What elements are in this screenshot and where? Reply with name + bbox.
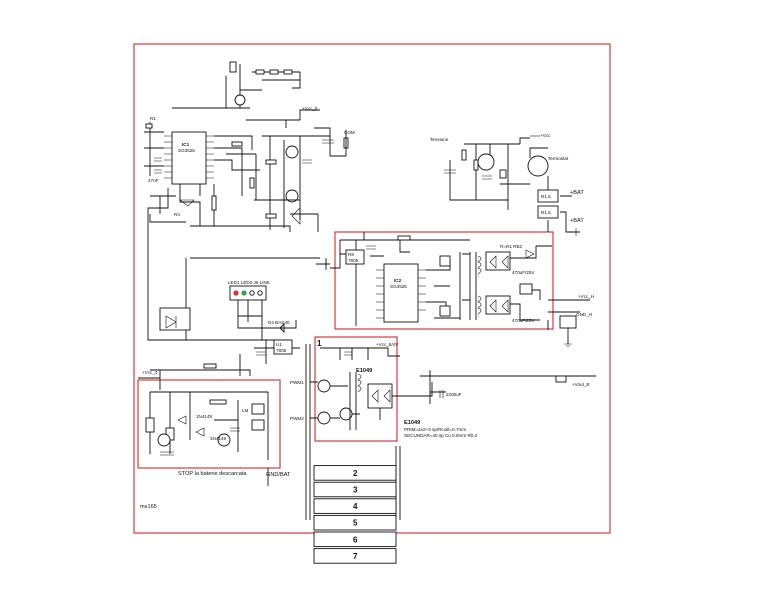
- board-4: [313, 498, 397, 514]
- svg-text:7805: 7805: [276, 348, 287, 353]
- svg-text:LM: LM: [242, 408, 249, 413]
- ic1-chip: [171, 131, 207, 185]
- outer-frame: [133, 43, 611, 534]
- gnd-bat-caption: GND/BAT: [266, 472, 291, 478]
- author-tag: ms165: [140, 504, 157, 510]
- regulator-r8: [345, 249, 365, 265]
- plus-bat-label-2: +BAT: [570, 218, 584, 224]
- ic2-chip: [383, 263, 419, 323]
- svg-text:+Vout_B: +Vout_B: [572, 382, 590, 387]
- svg-text:2200uF: 2200uF: [446, 392, 462, 397]
- plus-bat-label: +BAT: [570, 190, 584, 196]
- board-3: [313, 481, 397, 498]
- svg-text:470uF/25V: 470uF/25V: [512, 318, 535, 323]
- e1049-spec-1: PRIM=4x2+3 sp/Rcoill=0.7mm: [404, 427, 466, 432]
- board-stack: 1 2 3 4 5 6 7: [305, 339, 401, 564]
- led-red: [233, 290, 239, 296]
- board-6: [313, 531, 397, 548]
- board-label-5: 5: [353, 519, 358, 528]
- board-label-7: 7: [353, 552, 358, 561]
- e1049-spec-2: SECUNDAR=40 sp Cu 0.6mm R0.2: [404, 433, 478, 438]
- svg-text:7805: 7805: [348, 258, 359, 263]
- battery-protection-block: 1N4148 1N4148 LM: [145, 391, 269, 460]
- svg-text:COM: COM: [344, 130, 355, 135]
- svg-text:PWM1: PWM1: [290, 380, 304, 385]
- svg-text:D4 BAS40: D4 BAS40: [268, 320, 290, 325]
- svg-text:LED1 LED2 J6 LINK: LED1 LED2 J6 LINK: [228, 280, 271, 285]
- board-label-4: 4: [353, 502, 358, 511]
- board-label-6: 6: [353, 535, 358, 544]
- board-label-1: 1: [317, 339, 322, 348]
- transformer-block: +Vcc_8/4V PWM1 PWM2 E1049: [290, 342, 433, 430]
- svg-text:1N4148: 1N4148: [196, 414, 213, 419]
- tensiune-label: Tensiune: [430, 137, 449, 142]
- svg-text:47nF: 47nF: [148, 178, 159, 183]
- ic1-label: IC1: [182, 142, 190, 147]
- board-label-2: 2: [353, 469, 358, 478]
- board-label-3: 3: [353, 486, 358, 495]
- inverter-section-frame: [334, 231, 554, 330]
- svg-text:GND_H: GND_H: [576, 312, 592, 317]
- svg-text:Termostat: Termostat: [548, 156, 569, 161]
- battery-protection-frame: [137, 379, 281, 469]
- e1049-spec-title: E1049: [404, 420, 420, 426]
- svg-text:R=R1 RB2: R=R1 RB2: [500, 244, 523, 249]
- board-5: [313, 514, 397, 531]
- svg-text:+Vcc_H: +Vcc_H: [578, 294, 594, 299]
- e1049-label: E1049: [356, 368, 372, 374]
- svg-text:R8: R8: [348, 252, 354, 257]
- svg-text:U1: U1: [276, 342, 282, 347]
- ic1-part: SG3525: [178, 148, 195, 153]
- board-7: [313, 548, 397, 564]
- led-green: [241, 290, 247, 296]
- control-block: LED1 LED2 J6 LINK D4 BAS40 U1 7805 +Vcc_…: [138, 214, 320, 390]
- ic2-part: SG3525: [390, 284, 407, 289]
- svg-text:+Vcc: +Vcc: [540, 133, 551, 138]
- stop-caption: STOP la baterie descarcata: [178, 471, 247, 477]
- svg-text:PWM2: PWM2: [290, 416, 304, 421]
- inverter-block: IC2 SG3525 R8 7805 +Vcc_H GND_H R=R1 RB2: [316, 232, 594, 347]
- svg-text:R1.5: R1.5: [541, 210, 551, 215]
- ic2-label: IC2: [394, 278, 402, 283]
- svg-text:+Vcc_8/4V: +Vcc_8/4V: [376, 342, 399, 347]
- svg-text:470uF/25V: 470uF/25V: [512, 270, 535, 275]
- transformer-section-frame: [314, 336, 398, 442]
- battery-sense-block: Tensiune R1.5 R1.5 +BAT +BAT +Vcc Termos…: [430, 133, 584, 236]
- svg-text:R1: R1: [150, 116, 156, 121]
- svg-text:1N4148: 1N4148: [210, 436, 227, 441]
- svg-text:+Vcc_4: +Vcc_4: [142, 370, 158, 375]
- svg-text:R1.5: R1.5: [541, 194, 551, 199]
- svg-text:R4: R4: [174, 212, 180, 217]
- board-2: [313, 465, 397, 481]
- oscillator-block: IC1 SG3525 +Vcc_8 R1 47nF COM: [144, 61, 355, 341]
- svg-text:+Vcc_8: +Vcc_8: [302, 106, 318, 111]
